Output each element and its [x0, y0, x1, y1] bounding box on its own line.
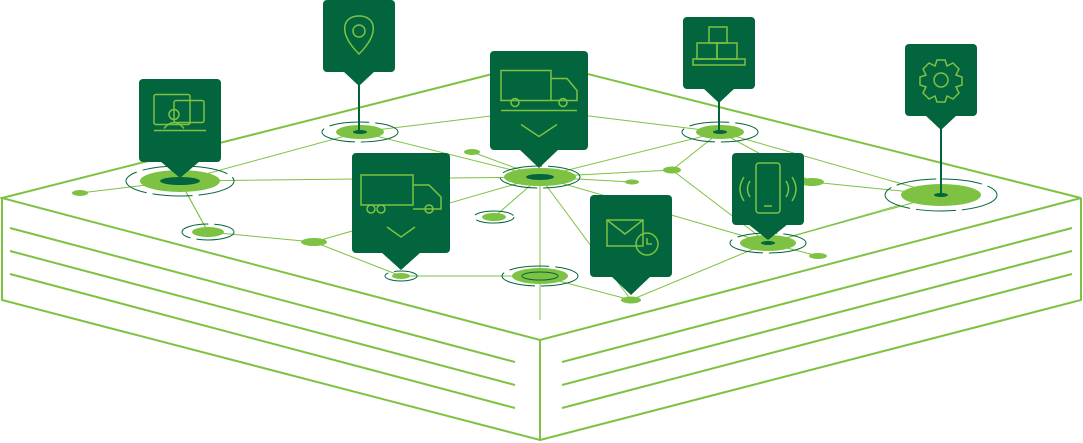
pin-location-pin	[323, 0, 395, 132]
scheduled-mail-icon	[606, 219, 659, 256]
platform-left-face	[0, 198, 541, 442]
pin-gear	[905, 44, 977, 195]
video-chat-icon	[153, 93, 206, 132]
stacked-boxes-icon	[692, 26, 746, 66]
semi-truck-icon	[360, 174, 442, 238]
delivery-truck-icon	[500, 69, 578, 138]
platform-stripes	[9, 227, 1073, 409]
pin-stacked-boxes	[683, 17, 755, 132]
location-pin-icon	[343, 15, 375, 56]
map-pins	[139, 0, 977, 295]
network-nodes	[72, 121, 998, 304]
pin-mobile-phone-signal	[732, 153, 804, 240]
pin-video-chat	[139, 79, 221, 178]
mobile-phone-signal-icon	[739, 162, 797, 214]
platform	[0, 60, 1082, 442]
pin-scheduled-mail	[590, 195, 672, 295]
pin-delivery-truck	[490, 51, 588, 168]
gear-icon	[919, 59, 963, 103]
pin-semi-truck	[352, 153, 450, 270]
platform-right-face	[539, 198, 1082, 441]
